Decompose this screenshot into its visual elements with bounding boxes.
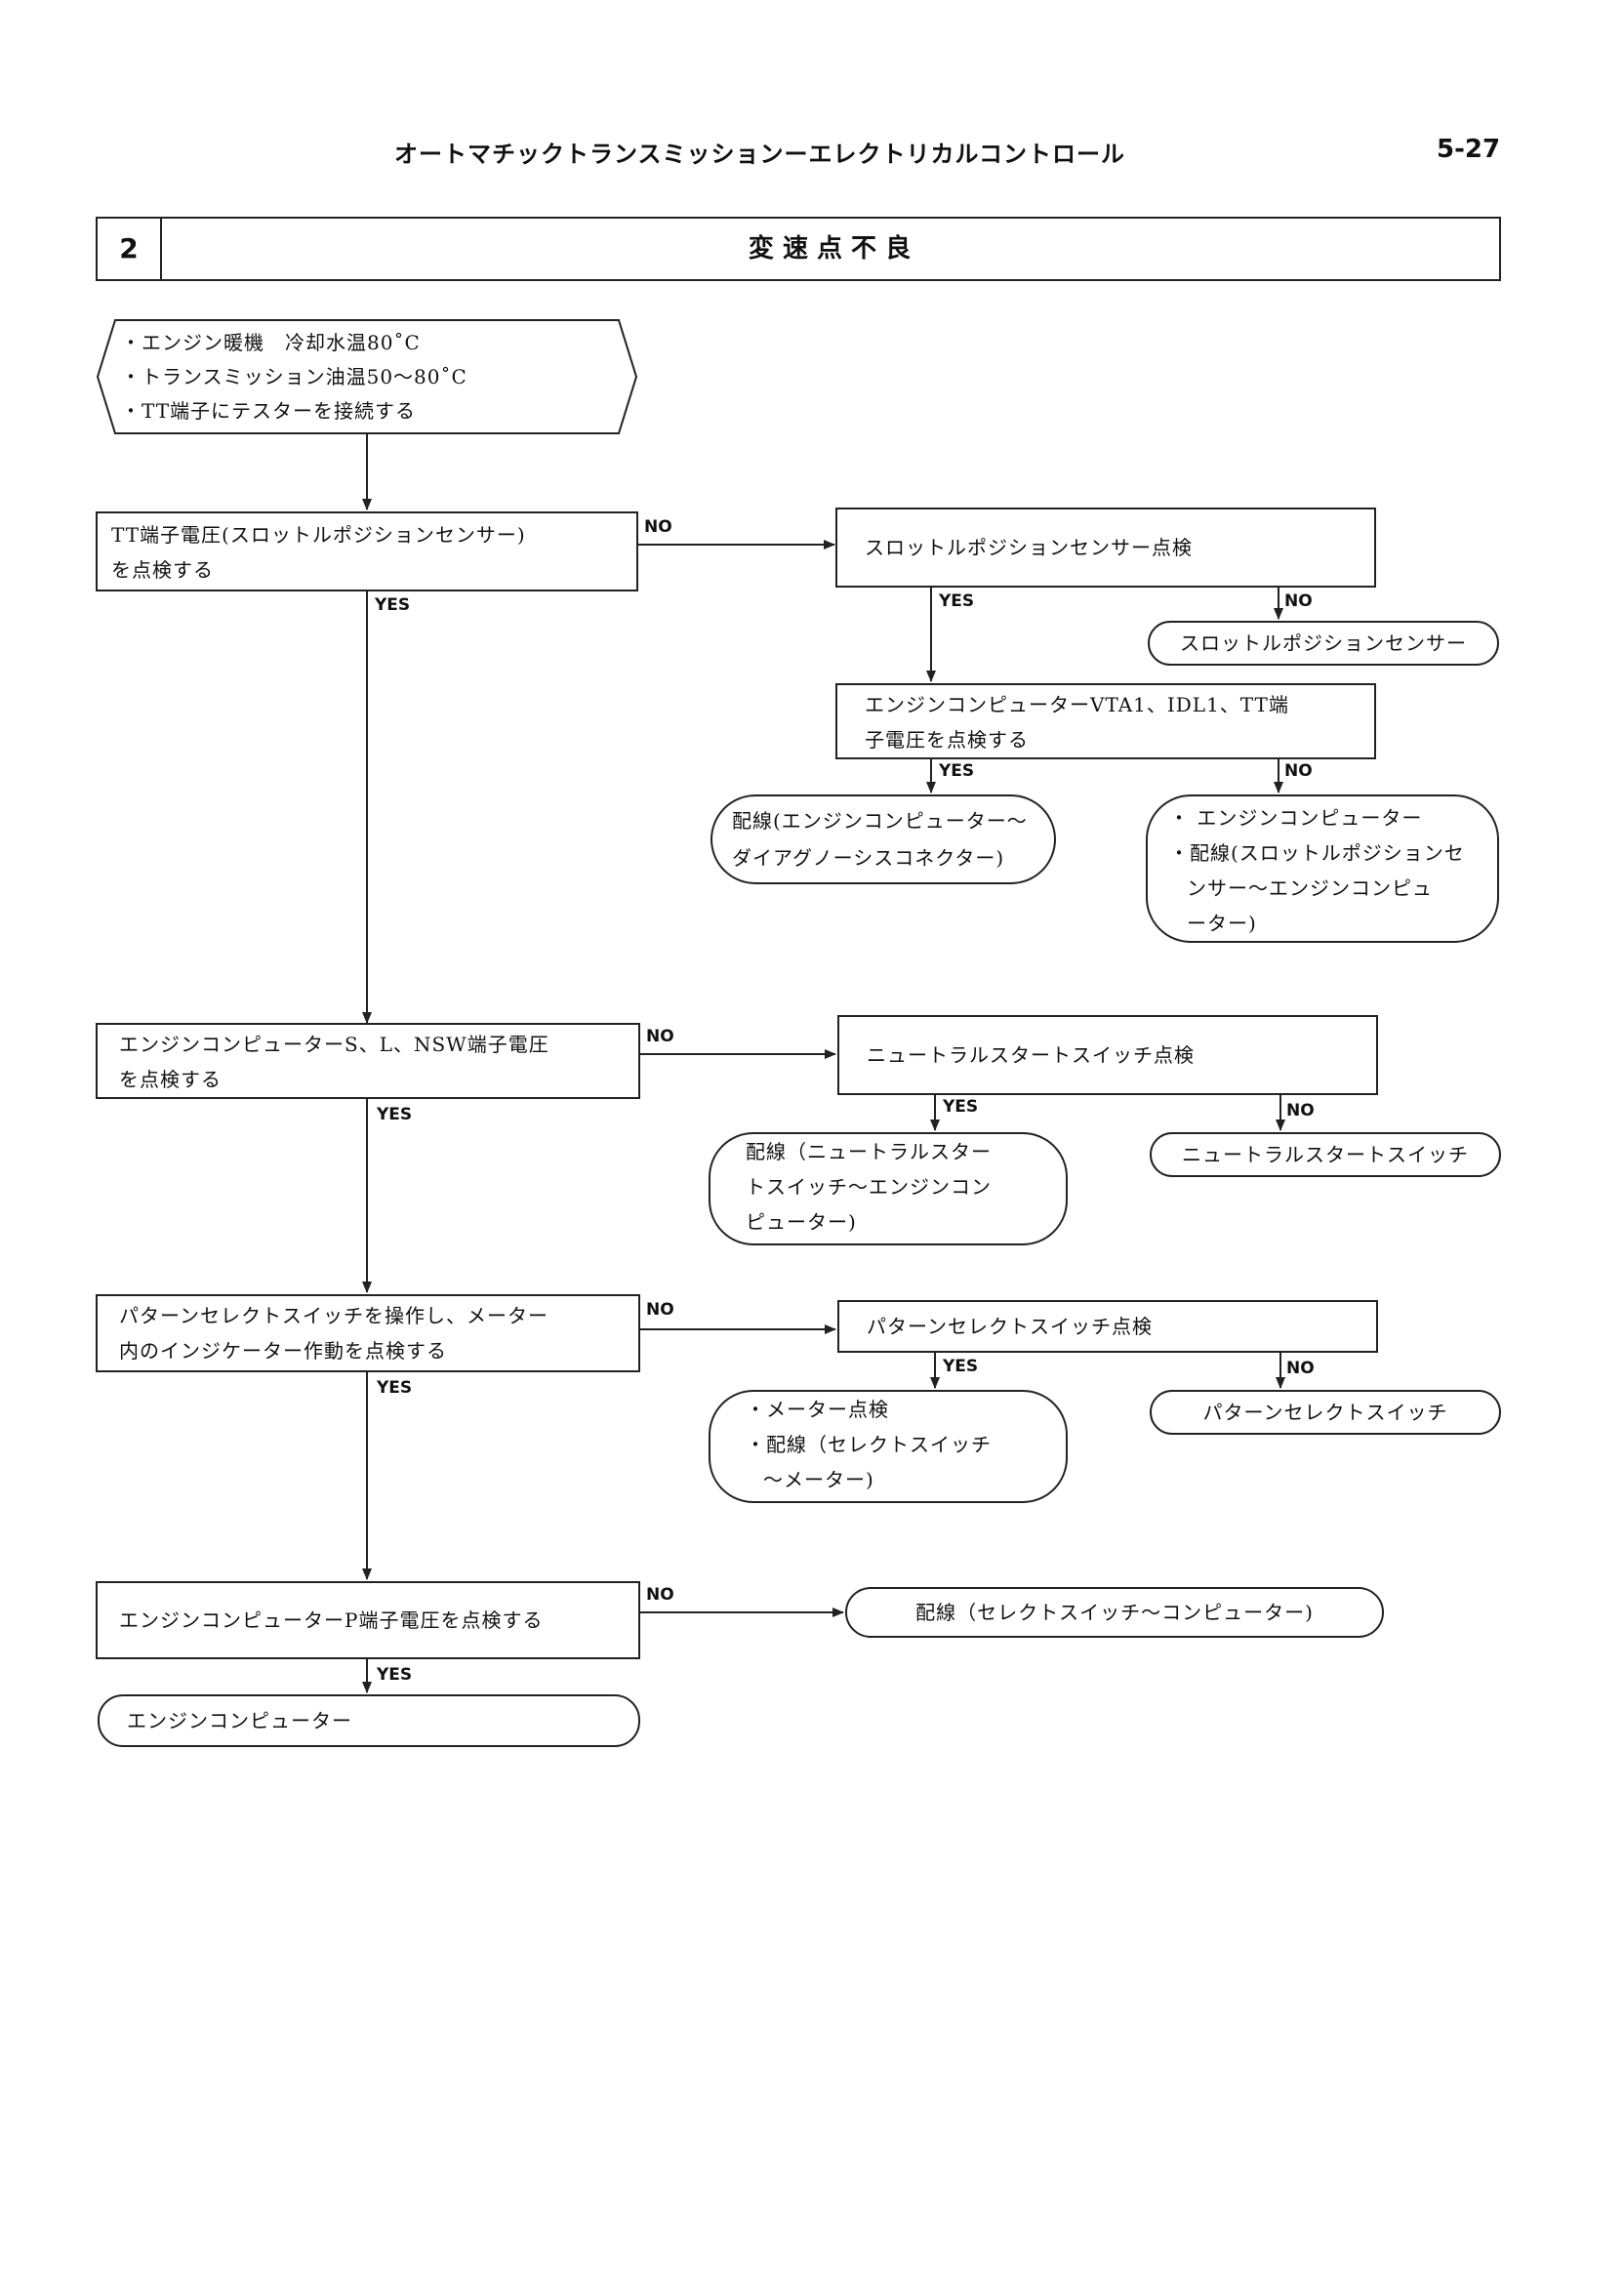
result-computer-wiring-line: ンサー～エンジンコンピュ — [1187, 876, 1433, 900]
computer-terminal-check-box: エンジンコンピューターVTA1、IDL1、TT端 子電圧を点検する — [835, 683, 1376, 759]
result-computer-wiring-line: ーター) — [1187, 912, 1257, 935]
result-meter-wiring-line: ・メーター点検 — [746, 1398, 889, 1421]
result-pss-label: パターンセレクトスイッチ — [1202, 1401, 1448, 1424]
step1-check-box: TT端子電圧(スロットルポジションセンサー) を点検する — [96, 511, 638, 591]
result-tps-label: スロットルポジションセンサー — [1180, 631, 1467, 655]
result-computer-wiring-line: ・配線(スロットルポジションセ — [1169, 841, 1465, 865]
step4-check-box: エンジンコンピューターP端子電圧を点検する — [96, 1581, 640, 1659]
label-yes: YES — [939, 591, 975, 611]
result-nss-label: ニュートラルスタートスイッチ — [1182, 1143, 1469, 1166]
step3-check-box: パターンセレクトスイッチを操作し、メーター 内のインジケーター作動を点検する — [96, 1294, 640, 1372]
label-no: NO — [644, 517, 672, 537]
label-no: NO — [1284, 591, 1313, 611]
label-yes: YES — [375, 595, 411, 615]
step2-text-line: エンジンコンピューターS、L、NSW端子電圧 — [119, 1033, 549, 1056]
result-wiring-nss-computer: 配線（ニュートラルスター トスイッチ～エンジンコン ピューター) — [709, 1132, 1068, 1245]
tps-check-box: スロットルポジションセンサー点検 — [835, 508, 1376, 588]
result-computer-wiring-line: ・ エンジンコンピューター — [1169, 806, 1423, 830]
section-title-bar: 2 変 速 点 不 良 — [96, 217, 1501, 281]
label-no: NO — [1286, 1101, 1315, 1120]
label-yes: YES — [377, 1665, 413, 1685]
step4-text-line: エンジンコンピューターP端子電圧を点検する — [119, 1608, 544, 1632]
result-wiring-nss-line: ピューター) — [746, 1210, 857, 1234]
result-tps: スロットルポジションセンサー — [1148, 621, 1499, 666]
result-computer-or-wiring: ・ エンジンコンピューター ・配線(スロットルポジションセ ンサー～エンジンコン… — [1146, 794, 1499, 943]
step1-text-line: TT端子電圧(スロットルポジションセンサー) — [111, 523, 526, 547]
result-meter-wiring-line: ～メーター) — [763, 1468, 874, 1491]
label-no: NO — [646, 1300, 674, 1320]
result-wiring-select-computer: 配線（セレクトスイッチ～コンピューター) — [845, 1587, 1384, 1638]
step2-text-line: を点検する — [119, 1068, 222, 1091]
result-nss: ニュートラルスタートスイッチ — [1150, 1132, 1501, 1177]
label-no: NO — [1286, 1359, 1315, 1378]
result-meter-wiring-line: ・配線（セレクトスイッチ — [746, 1433, 992, 1456]
result-wiring-diag-line: 配線(エンジンコンピューター～ — [732, 809, 1028, 833]
result-wiring-select-label: 配線（セレクトスイッチ～コンピューター) — [915, 1601, 1314, 1624]
page-number: 5-27 — [1437, 135, 1501, 164]
result-wiring-nss-line: トスイッチ～エンジンコン — [746, 1175, 992, 1199]
label-yes: YES — [943, 1097, 979, 1117]
tps-check-label: スロットルポジションセンサー点検 — [865, 536, 1193, 559]
computer-terminal-check-line: エンジンコンピューターVTA1、IDL1、TT端 — [865, 693, 1289, 716]
start-hexagon-outline — [96, 319, 638, 434]
step1-text-line: を点検する — [111, 558, 214, 582]
page-header-title: オートマチックトランスミッションーエレクトリカルコントロール — [394, 141, 1126, 168]
section-number: 2 — [98, 219, 162, 279]
label-yes: YES — [943, 1357, 979, 1376]
result-meter-wiring: ・メーター点検 ・配線（セレクトスイッチ ～メーター) — [709, 1390, 1068, 1503]
result-engine-computer-label: エンジンコンピューター — [127, 1709, 352, 1732]
label-no: NO — [1284, 761, 1313, 781]
result-wiring-diag-connector: 配線(エンジンコンピューター～ ダイアグノーシスコネクター) — [710, 794, 1056, 884]
pss-check-box: パターンセレクトスイッチ点検 — [837, 1300, 1378, 1353]
nss-check-label: ニュートラルスタートスイッチ点検 — [867, 1043, 1195, 1067]
step2-check-box: エンジンコンピューターS、L、NSW端子電圧 を点検する — [96, 1023, 640, 1099]
result-wiring-diag-line: ダイアグノーシスコネクター) — [732, 846, 1005, 870]
step3-text-line: パターンセレクトスイッチを操作し、メーター — [119, 1304, 548, 1327]
start-condition-line: ・TT端子にテスターを接続する — [121, 399, 417, 423]
nss-check-box: ニュートラルスタートスイッチ点検 — [837, 1015, 1378, 1095]
section-title: 変 速 点 不 良 — [748, 234, 912, 264]
result-pss: パターンセレクトスイッチ — [1150, 1390, 1501, 1435]
label-yes: YES — [377, 1378, 413, 1398]
start-conditions: ・エンジン暖機 冷却水温80˚C ・トランスミッション油温50～80˚C ・TT… — [121, 326, 609, 431]
label-no: NO — [646, 1027, 674, 1046]
step3-text-line: 内のインジケーター作動を点検する — [119, 1339, 447, 1363]
start-condition-line: ・エンジン暖機 冷却水温80˚C — [121, 331, 421, 354]
result-wiring-nss-line: 配線（ニュートラルスター — [746, 1140, 992, 1163]
label-yes: YES — [939, 761, 975, 781]
result-engine-computer: エンジンコンピューター — [98, 1694, 640, 1747]
pss-check-label: パターンセレクトスイッチ点検 — [867, 1315, 1153, 1338]
label-no: NO — [646, 1585, 674, 1605]
label-yes: YES — [377, 1105, 413, 1124]
start-condition-line: ・トランスミッション油温50～80˚C — [121, 365, 467, 388]
computer-terminal-check-line: 子電圧を点検する — [865, 728, 1029, 752]
